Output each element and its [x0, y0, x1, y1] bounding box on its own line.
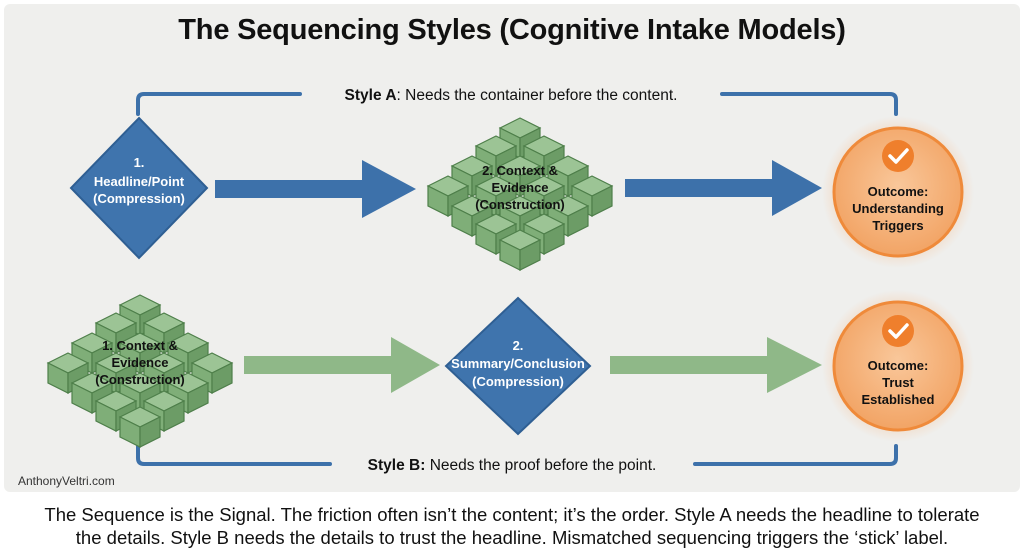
- style-a-outcome-line3: Triggers: [872, 218, 923, 233]
- style-a-bracket: [136, 92, 898, 116]
- style-a-step2-title: 2. Context &: [482, 163, 558, 178]
- style-b-arrow-1: [244, 337, 440, 393]
- cube: [118, 406, 162, 448]
- page-title: The Sequencing Styles (Cognitive Intake …: [178, 14, 846, 46]
- style-b-label-bold: Style B:: [368, 457, 426, 474]
- style-a-step2-label: 2. Context & Evidence (Construction): [475, 163, 565, 212]
- style-b-outcome-title: Outcome:: [868, 358, 929, 373]
- style-a-outcome-line2: Understanding: [852, 201, 944, 216]
- style-b-bracket: [136, 444, 898, 466]
- style-a-step1-diamond: 1. Headline/Point (Compression): [69, 116, 209, 260]
- style-a-outcome: Outcome: Understanding Triggers: [822, 116, 974, 268]
- style-a-step2-cube-cluster: [426, 117, 614, 271]
- style-a-outcome-title: Outcome:: [868, 184, 929, 199]
- caption-line-1: The Sequence is the Signal. The friction…: [44, 504, 980, 525]
- style-b-arrow-2: [610, 337, 822, 393]
- style-a-step1-title: Headline/Point: [94, 174, 185, 189]
- style-b-step1-cube-cluster: [46, 294, 234, 448]
- cube: [70, 332, 114, 374]
- style-a-step1-number: 1.: [134, 155, 145, 170]
- style-a-step2-subtitle: (Construction): [475, 197, 565, 212]
- style-b-outcome: Outcome: Trust Established: [822, 290, 974, 442]
- style-a-label-text: : Needs the container before the content…: [397, 87, 678, 104]
- style-b-step2-title: Summary/Conclusion: [451, 356, 585, 371]
- style-a-arrow-2: [625, 160, 822, 216]
- caption: The Sequence is the Signal. The friction…: [0, 503, 1024, 549]
- style-b-step1-mid: Evidence: [111, 355, 168, 370]
- style-b-step1-subtitle: (Construction): [95, 372, 185, 387]
- style-a-arrow-1: [215, 160, 416, 218]
- style-b-outcome-line3: Established: [862, 392, 935, 407]
- cube: [498, 229, 542, 271]
- style-b-label-text: Needs the proof before the point.: [425, 457, 656, 474]
- style-a-label: Style A: Needs the container before the …: [345, 87, 678, 104]
- style-b-step2-diamond: 2. Summary/Conclusion (Compression): [444, 296, 592, 436]
- style-b-step2-number: 2.: [513, 338, 524, 353]
- checkmark-icon: [882, 315, 914, 347]
- style-a-step2-mid: Evidence: [491, 180, 548, 195]
- style-b-step1-label: 1. Context & Evidence (Construction): [95, 338, 185, 387]
- style-b-step2-subtitle: (Compression): [472, 374, 564, 389]
- style-a-label-bold: Style A: [345, 87, 397, 104]
- cube: [142, 352, 186, 394]
- style-b-outcome-line2: Trust: [882, 375, 914, 390]
- checkmark-icon: [882, 140, 914, 172]
- style-b-step1-title: 1. Context &: [102, 338, 178, 353]
- cube: [498, 155, 542, 197]
- cube: [190, 352, 234, 394]
- caption-line-2: the details. Style B needs the details t…: [75, 527, 949, 548]
- style-b-label: Style B: Needs the proof before the poin…: [368, 457, 657, 474]
- style-a-step1-subtitle: (Compression): [93, 191, 185, 206]
- site-credit: AnthonyVeltri.com: [18, 474, 115, 488]
